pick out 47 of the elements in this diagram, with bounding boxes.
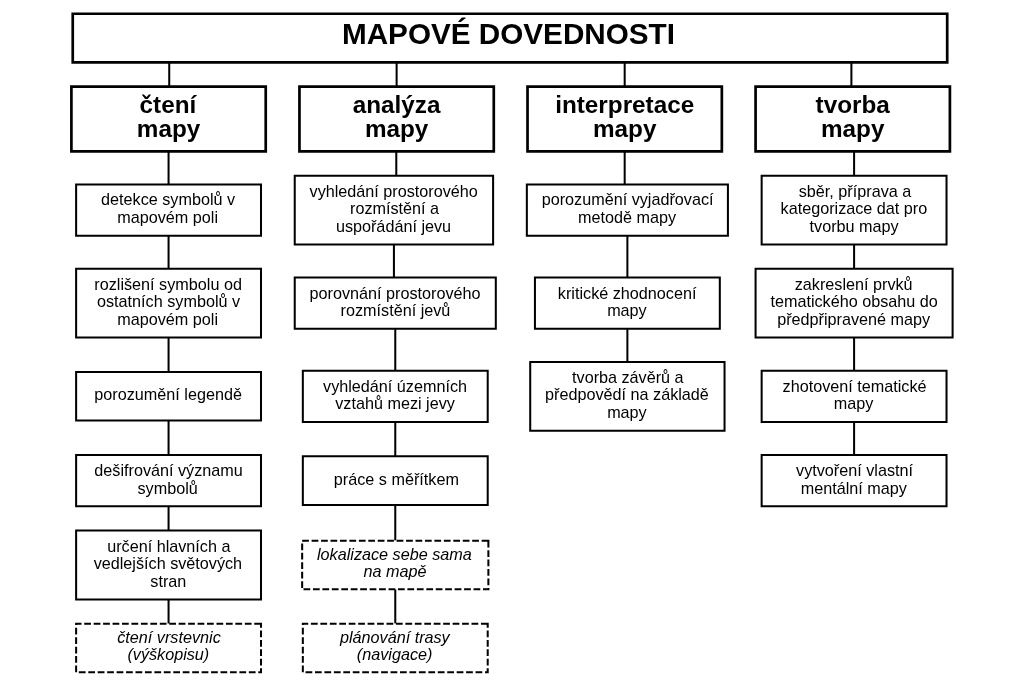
connector bbox=[853, 337, 856, 371]
node-box: vyhledání prostorového rozmístění a uspořádání jevu bbox=[293, 174, 495, 246]
node-box: kritické zhodnocení mapy bbox=[533, 276, 721, 330]
node-box: tvorba závěrů a předpovědí na základě mapy bbox=[529, 360, 726, 432]
node-box: rozlišení symbolu od ostatních symbolů v mapovém poli bbox=[75, 267, 262, 339]
connector bbox=[626, 329, 629, 362]
node-box: vyhledání územních vztahů mezi jevy bbox=[301, 369, 489, 423]
node-box: zakreslení prvků tematického obsahu do předpřipravené mapy bbox=[754, 267, 954, 339]
node-box: MAPOVÉ DOVEDNOSTI bbox=[71, 12, 949, 64]
node-box: plánování trasy (navigace) bbox=[301, 622, 489, 674]
connector bbox=[168, 62, 171, 86]
node-box: detekce symbolů v mapovém poli bbox=[75, 183, 262, 237]
connector bbox=[853, 244, 856, 269]
connector bbox=[167, 420, 170, 455]
connector bbox=[853, 422, 856, 455]
connector bbox=[623, 62, 626, 86]
node-box: čtení vrstevnic (výškopisu) bbox=[75, 622, 262, 674]
node-box: analýza mapy bbox=[298, 85, 496, 153]
node-box: sběr, příprava a kategorizace dat pro tvorbu mapy bbox=[760, 174, 948, 246]
connector bbox=[395, 62, 398, 86]
connector bbox=[167, 151, 170, 185]
node-box: porozumění legendě bbox=[75, 371, 262, 422]
connector bbox=[167, 506, 170, 531]
connector bbox=[395, 151, 398, 176]
connector bbox=[623, 151, 626, 185]
connector bbox=[626, 236, 629, 278]
node-box: vytvoření vlastní mentální mapy bbox=[760, 454, 948, 508]
connector bbox=[167, 337, 170, 372]
node-box: práce s měřítkem bbox=[301, 455, 489, 506]
node-box: lokalizace sebe sama na mapě bbox=[301, 539, 490, 591]
connector bbox=[394, 422, 397, 457]
node-box: interpretace mapy bbox=[526, 85, 724, 153]
node-box: čtení mapy bbox=[70, 85, 268, 153]
node-box: porozumění vyjadřovací metodě mapy bbox=[525, 183, 729, 237]
connector bbox=[167, 599, 170, 624]
connector bbox=[394, 505, 397, 541]
node-box: tvorba mapy bbox=[754, 85, 952, 153]
connector bbox=[850, 62, 853, 86]
node-box: dešifrování významu symbolů bbox=[75, 454, 262, 508]
connector bbox=[394, 329, 397, 371]
connector bbox=[392, 244, 395, 278]
connector bbox=[394, 589, 397, 624]
connector bbox=[167, 236, 170, 269]
node-box: porovnání prostorového rozmístění jevů bbox=[293, 276, 497, 330]
node-box: určení hlavních a vedlejších světových stran bbox=[75, 529, 262, 601]
node-box: zhotovení tematické mapy bbox=[760, 369, 948, 423]
connector bbox=[853, 151, 856, 176]
